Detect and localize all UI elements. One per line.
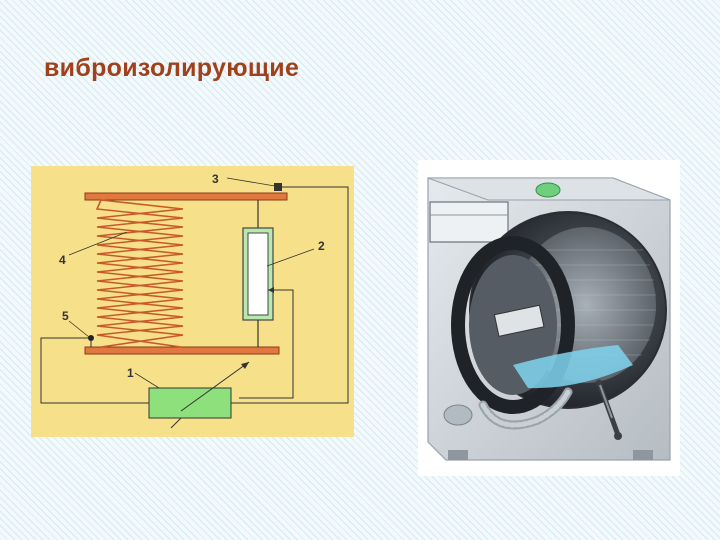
leader-lines	[68, 177, 315, 389]
washing-machine-cutaway-icon	[418, 160, 680, 476]
vibration-isolation-diagram: 1 2 3 4 5	[31, 166, 354, 437]
label-5: 5	[62, 309, 69, 323]
door-seal	[451, 236, 575, 414]
water-volume	[513, 345, 633, 389]
detergent-drawer	[429, 201, 509, 243]
sensor-top	[274, 183, 282, 191]
machine-foot	[633, 450, 653, 460]
top-plate	[84, 192, 288, 201]
label-1: 1	[127, 366, 134, 380]
label-3: 3	[212, 172, 219, 186]
inlet-valve	[535, 182, 561, 198]
label-4: 4	[59, 253, 66, 267]
spring-coil	[95, 199, 184, 348]
sensor-node	[88, 335, 94, 341]
drum-paddle	[493, 304, 545, 337]
control-unit	[148, 387, 232, 419]
bottom-plate	[84, 346, 280, 355]
machine-foot	[448, 450, 468, 460]
washing-machine-illustration	[418, 160, 680, 476]
slide-title: виброизолирующие	[44, 54, 300, 82]
damper	[239, 200, 294, 399]
drain-pump	[443, 404, 473, 426]
control-arrow	[180, 361, 250, 412]
label-2: 2	[318, 239, 325, 253]
diagram-svg: 1 2 3 4 5	[31, 166, 354, 437]
